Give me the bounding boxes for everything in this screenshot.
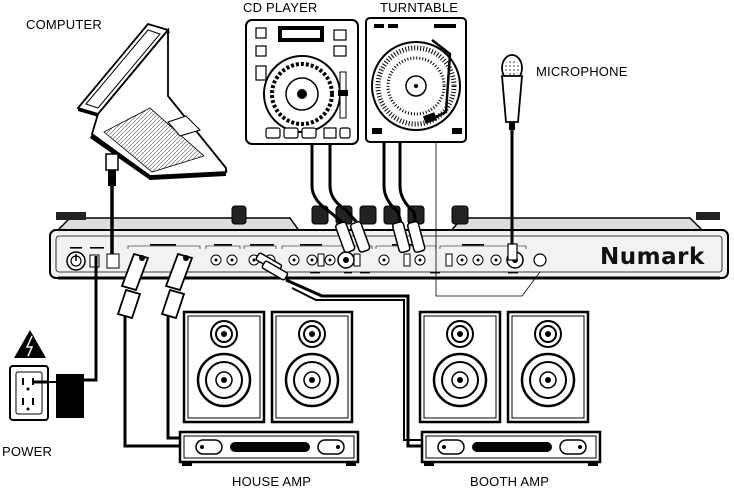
house-amp-label: HOUSE AMP (232, 474, 312, 489)
booth-amp-label: BOOTH AMP (470, 474, 550, 489)
brand-logo: Numark (600, 244, 705, 270)
amplifier-icon (420, 430, 602, 466)
dj-controller (49, 205, 729, 280)
usb-cable (105, 153, 119, 254)
laptop-icon (76, 22, 228, 180)
master-xlr-cables (116, 252, 194, 448)
power-adapter-icon (48, 256, 98, 418)
cd-player-rca-cables (310, 144, 362, 228)
power-label: POWER (2, 444, 53, 459)
turntable-label: TURNTABLE (380, 0, 459, 15)
power-outlet-icon (9, 365, 49, 421)
turntable-icon (365, 17, 467, 143)
speaker-icon (506, 310, 590, 424)
computer-label: COMPUTER (26, 17, 102, 32)
speaker-icon (270, 310, 354, 424)
high-voltage-warning-icon (14, 330, 46, 358)
speaker-icon (182, 310, 266, 424)
ground-wire (435, 142, 541, 297)
amplifier-icon (178, 430, 360, 466)
cd-player-icon (245, 19, 359, 145)
turntable-rca-cables (382, 142, 418, 227)
microphone-icon (501, 54, 523, 261)
microphone-label: MICROPHONE (536, 64, 628, 79)
speaker-icon (418, 310, 502, 424)
power-button (66, 251, 86, 271)
cd-player-label: CD PLAYER (243, 0, 318, 15)
booth-rca-cables (255, 252, 422, 448)
